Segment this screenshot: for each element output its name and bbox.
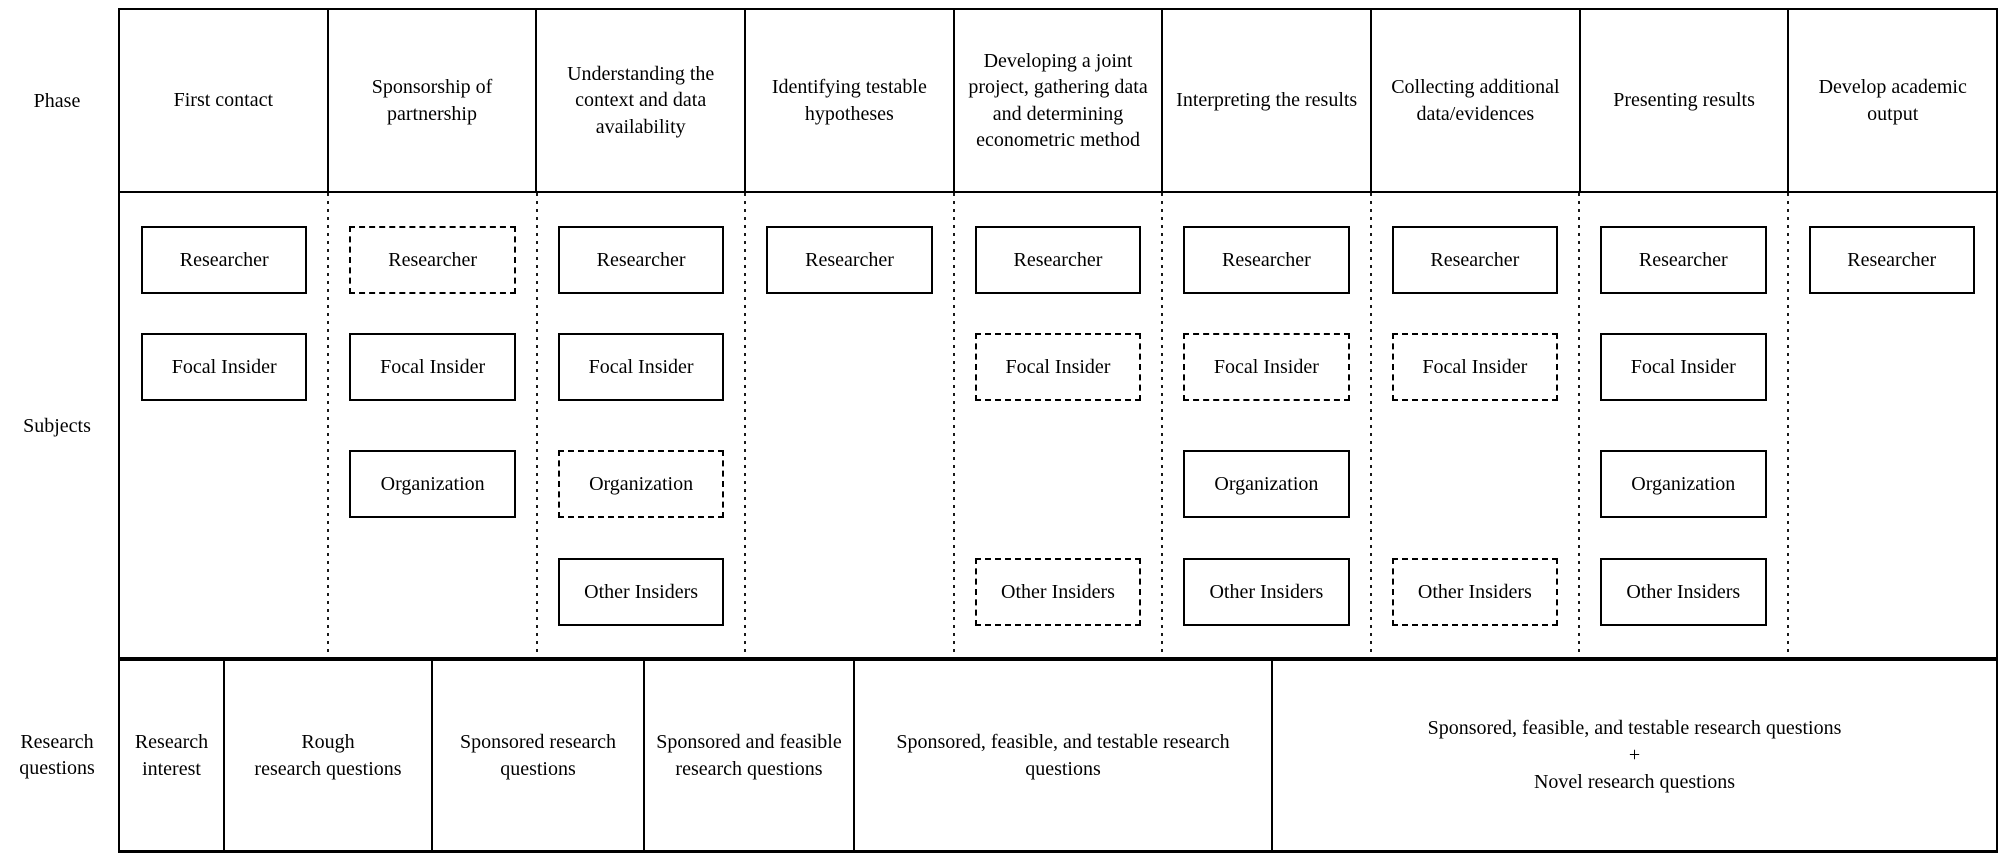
subject-box-researcher: Researcher bbox=[974, 226, 1142, 294]
subject-box-researcher: Researcher bbox=[1183, 226, 1350, 294]
subject-box-researcher: Researcher bbox=[1808, 226, 1975, 294]
subject-box-researcher: Researcher bbox=[557, 226, 725, 294]
subject-box-focal-insider: Focal Insider bbox=[1600, 333, 1767, 401]
subject-box-other-insiders: Other Insiders bbox=[1391, 558, 1559, 626]
phase-cell-1: First contact bbox=[120, 10, 329, 191]
research-question-cell-1: Research interest bbox=[120, 661, 225, 850]
phase-cell-6: Interpreting the results bbox=[1163, 10, 1373, 191]
subject-box-researcher: Researcher bbox=[141, 226, 308, 294]
subject-box-organization: Organization bbox=[349, 450, 516, 518]
subject-box-researcher: Researcher bbox=[766, 226, 933, 294]
subject-box-focal-insider: Focal Insider bbox=[974, 333, 1142, 401]
research-question-cell-6: Sponsored, feasible, and testable resear… bbox=[1427, 717, 1842, 793]
phase-cell-2: Sponsorship of partnership bbox=[329, 10, 538, 191]
phase-cell-9: Develop academic output bbox=[1818, 76, 1967, 125]
subject-box-other-insiders: Other Insiders bbox=[974, 558, 1142, 626]
subject-box-researcher: Researcher bbox=[349, 226, 516, 294]
subject-box-other-insiders: Other Insiders bbox=[557, 558, 725, 626]
subject-box-organization: Organization bbox=[1183, 450, 1350, 518]
subjects-cell-9: Researcher bbox=[1788, 193, 1996, 657]
subject-box-researcher: Researcher bbox=[1600, 226, 1767, 294]
row-label-subjects: Subjects bbox=[23, 415, 91, 437]
subject-box-other-insiders: Other Insiders bbox=[1183, 558, 1350, 626]
subject-box-organization: Organization bbox=[1600, 450, 1767, 518]
research-question-cell-4: Sponsored and feasible research question… bbox=[645, 661, 855, 850]
subject-box-other-insiders: Other Insiders bbox=[1600, 558, 1767, 626]
research-question-cell-5: Sponsored, feasible, and testable resear… bbox=[855, 661, 1273, 850]
subject-box-focal-insider: Focal Insider bbox=[349, 333, 516, 401]
subject-box-organization: Organization bbox=[557, 450, 725, 518]
row-label-research-questions: Research questions bbox=[19, 730, 95, 779]
subject-box-focal-insider: Focal Insider bbox=[141, 333, 308, 401]
subject-box-researcher: Researcher bbox=[1391, 226, 1559, 294]
subject-box-focal-insider: Focal Insider bbox=[557, 333, 725, 401]
phase-cell-8: Presenting results bbox=[1581, 10, 1790, 191]
row-label-phase: Phase bbox=[33, 89, 81, 112]
research-question-cell-3: Sponsored research questions bbox=[433, 661, 645, 850]
subject-box-focal-insider: Focal Insider bbox=[1391, 333, 1559, 401]
phase-cell-5: Developing a joint project, gathering da… bbox=[955, 10, 1164, 191]
subjects-cell-4: Researcher bbox=[745, 193, 956, 657]
phase-cell-3: Understanding the context and data avail… bbox=[537, 10, 747, 191]
research-question-cell-2: Rough research questions bbox=[225, 661, 433, 850]
phase-cell-7: Collecting additional data/evidences bbox=[1372, 10, 1581, 191]
subject-box-focal-insider: Focal Insider bbox=[1183, 333, 1350, 401]
phase-cell-4: Identifying testable hypotheses bbox=[746, 10, 955, 191]
